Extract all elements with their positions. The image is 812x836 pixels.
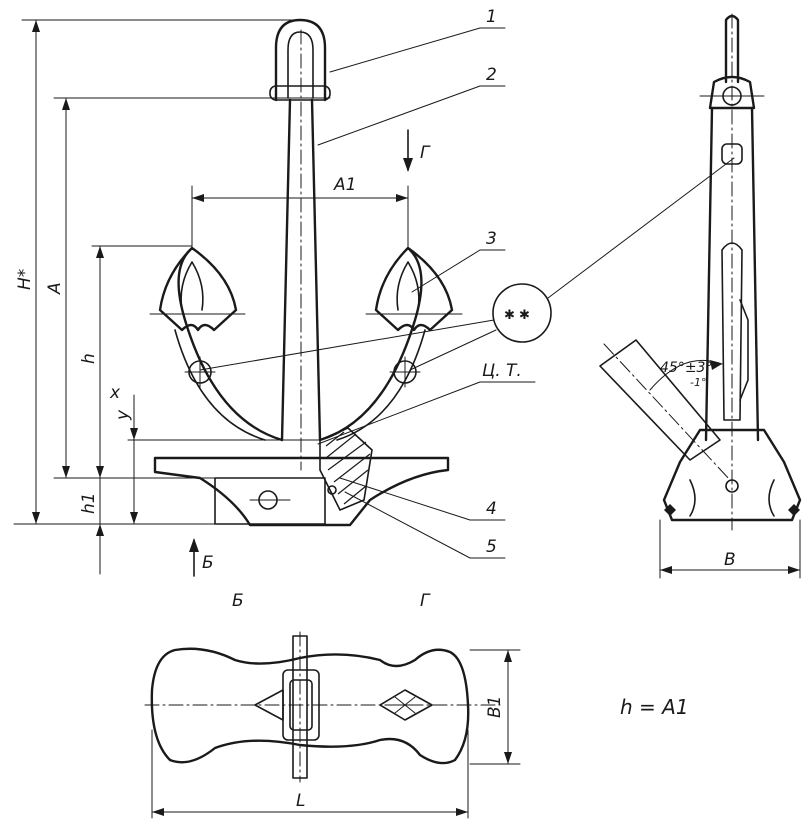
formula: h = A1 — [620, 695, 689, 719]
dimension-labels: H* A h y x h1 A1 — [15, 175, 356, 514]
dim-h1: h1 — [79, 492, 99, 514]
dim-H: H* — [15, 269, 35, 290]
plan-outline — [150, 647, 470, 765]
label-view-g: Г — [420, 591, 431, 611]
dim-x: x — [109, 383, 121, 403]
front-view — [127, 18, 463, 527]
label-centre-of-gravity: Ц. Т. — [482, 361, 522, 381]
label-part1: 1 — [486, 7, 497, 27]
dim-A1: A1 — [333, 175, 356, 195]
side-view: 45°±3° -1° B — [599, 13, 802, 579]
dim-angle-tol: -1° — [690, 376, 706, 389]
label-view-b-arrow: Б — [202, 553, 214, 573]
dim-B1: B1 — [485, 696, 505, 718]
fluke-right — [374, 246, 454, 332]
plan-view: B1 L — [144, 631, 521, 819]
label-part5: 5 — [486, 537, 497, 557]
fluke-left — [158, 246, 238, 332]
label-view-b: Б — [232, 591, 244, 611]
label-part4: 4 — [486, 499, 497, 519]
part-labels: 1 2 3 Ц. Т. 4 5 Г Б Б Г — [202, 7, 522, 611]
dim-A: A — [45, 282, 65, 295]
dim-h: h — [79, 353, 99, 364]
dim-y: y — [113, 409, 133, 421]
label-part3: 3 — [486, 229, 497, 249]
dim-B: B — [724, 550, 736, 570]
svg-text:✱ ✱: ✱ ✱ — [504, 308, 530, 323]
shank — [280, 98, 322, 442]
detail-bubble — [492, 283, 552, 343]
label-part2: 2 — [486, 65, 497, 85]
label-view-g-arrow: Г — [420, 143, 431, 163]
leaders: ✱ ✱ — [199, 27, 735, 559]
crown — [153, 456, 450, 527]
front-dimensions — [13, 19, 413, 577]
arms — [177, 248, 423, 442]
dim-angle: 45°±3° — [660, 360, 712, 376]
dim-L: L — [296, 791, 305, 811]
